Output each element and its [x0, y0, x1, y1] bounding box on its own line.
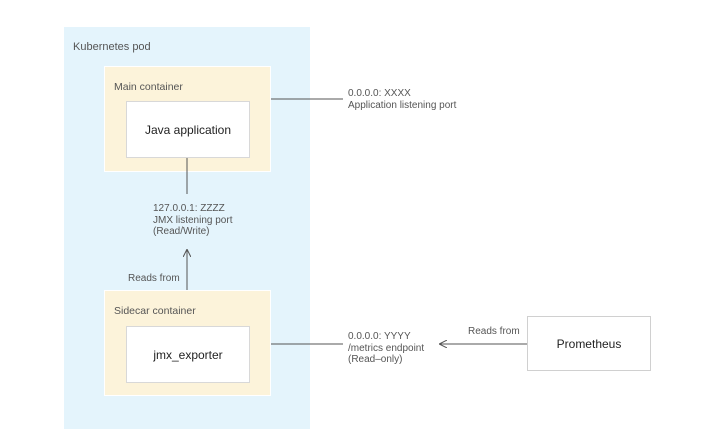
sidecar-container-label: Sidecar container	[114, 305, 196, 317]
prometheus-box: Prometheus	[527, 316, 651, 371]
metrics-port-note: 0.0.0.0: YYYY/metrics endpoint(Read–only…	[348, 331, 425, 365]
main-container-label: Main container	[114, 81, 183, 93]
jmx-exporter-box: jmx_exporter	[126, 326, 250, 383]
pod-label: Kubernetes pod	[73, 41, 151, 53]
java-application-box: Java application	[126, 101, 250, 158]
reads-from-label-2: Reads from	[468, 326, 520, 337]
reads-from-label-1: Reads from	[128, 273, 180, 284]
